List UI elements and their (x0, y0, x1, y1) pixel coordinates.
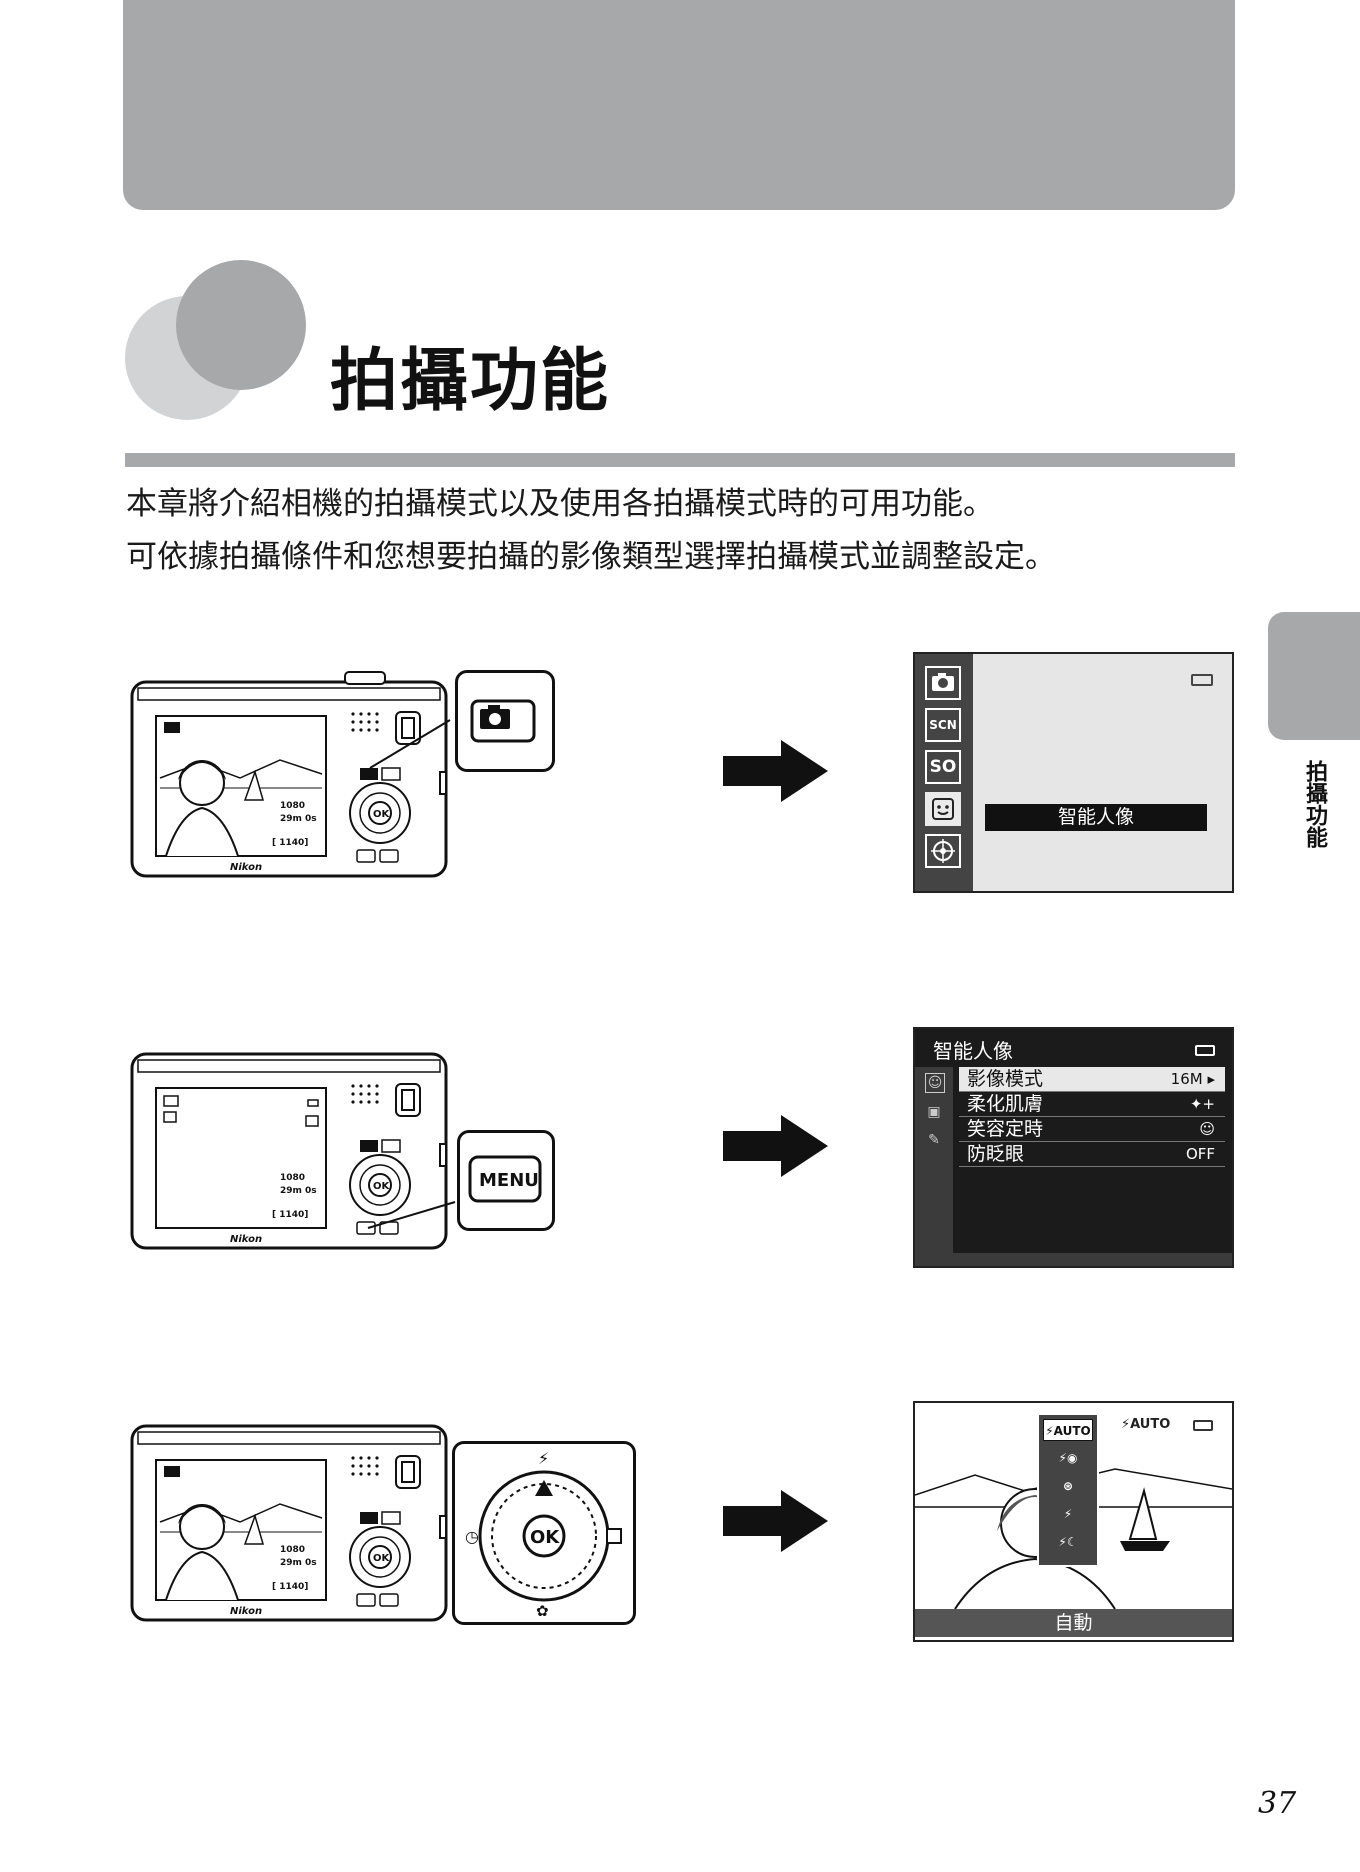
auto-mode-icon[interactable] (925, 834, 961, 868)
movie-tab-icon[interactable]: ▣ (927, 1104, 941, 1120)
shooting-mode-screen: SCN SO 智能人像 (913, 652, 1234, 893)
flash-icon: ⚡ (538, 1449, 549, 1468)
camera-ok-label: OK (373, 809, 391, 820)
exposure-icon (606, 1528, 622, 1544)
flash-mode-readout: ⚡AUTO (1121, 1417, 1171, 1432)
camera-remaining-time: 29m 0s (280, 1186, 317, 1196)
chapter-intro: 本章將介紹相機的拍攝模式以及使用各拍攝模式時的可用功能。 可依據拍攝條件和您想要… (126, 478, 1226, 584)
camera-remaining-shots: [ 1140] (272, 838, 308, 848)
camera-icon[interactable] (925, 666, 961, 700)
camera-movie-res: 1080 (280, 801, 305, 811)
selected-mode-label: 智能人像 (985, 804, 1207, 831)
camera-icon (470, 699, 536, 743)
smile-timer-icon: ☺ (1199, 1120, 1215, 1138)
menu-row-smile-timer[interactable]: 笑容定時 ☺ (959, 1117, 1225, 1142)
arrow-right-icon (723, 1115, 828, 1177)
flash-mode-menu: ⚡AUTO ⚡◉ ⊛ ⚡ ⚡☾ (1037, 1413, 1099, 1567)
chapter-title: 拍攝功能 (330, 342, 611, 421)
macro-icon: ✿ (536, 1602, 549, 1620)
camera-ok-label: OK (373, 1181, 391, 1192)
camera-illustration-step3: 1080 29m 0s [ 1140] Nikon OK (130, 1424, 448, 1622)
menu-row-image-mode[interactable]: 影像模式 16M ▸ (959, 1067, 1225, 1092)
battery-icon (1191, 674, 1213, 686)
camera-remaining-shots: [ 1140] (272, 1210, 308, 1220)
camera-brand: Nikon (230, 1606, 262, 1617)
menu-bottom-bar (915, 1253, 1232, 1266)
flash-off-option[interactable]: ⊛ (1062, 1479, 1074, 1493)
up-triangle-icon (535, 1480, 553, 1496)
camera-brand: Nikon (230, 862, 262, 873)
battery-icon (1195, 1045, 1215, 1056)
menu-row-skin-softening[interactable]: 柔化肌膚 ✦+ (959, 1092, 1225, 1117)
intro-line-1: 本章將介紹相機的拍攝模式以及使用各拍攝模式時的可用功能。 (126, 486, 994, 522)
intro-line-2: 可依據拍攝條件和您想要拍攝的影像類型選擇拍攝模式並調整設定。 (126, 539, 1056, 575)
camera-remaining-time: 29m 0s (280, 1558, 317, 1568)
flash-fill-option[interactable]: ⚡ (1063, 1507, 1073, 1521)
smart-portrait-tab-icon[interactable]: ☺ (925, 1073, 945, 1093)
arrow-right-icon (723, 1490, 828, 1552)
menu-button-label: MENU (479, 1170, 539, 1191)
setup-wrench-icon[interactable]: ✎ (928, 1132, 940, 1148)
menu-title: 智能人像 (933, 1039, 1013, 1063)
camera-movie-res: 1080 (280, 1545, 305, 1555)
camera-remaining-time: 29m 0s (280, 814, 317, 824)
shooting-mode-button-zoom (455, 670, 555, 772)
battery-icon (1193, 1420, 1213, 1431)
smart-portrait-icon[interactable] (925, 792, 961, 826)
scene-auto-icon[interactable]: SCN (925, 708, 961, 742)
page-number: 37 (1258, 1786, 1297, 1821)
camera-brand: Nikon (230, 1234, 262, 1245)
side-tab-label: 拍攝功能 (1302, 760, 1327, 848)
decorative-circle-dark (176, 260, 306, 390)
arrow-right-icon (723, 740, 828, 802)
camera-remaining-shots: [ 1140] (272, 1582, 308, 1592)
camera-movie-res: 1080 (280, 1173, 305, 1183)
shooting-menu-screen: 智能人像 ☺ ▣ ✎ 影像模式 16M ▸ 柔化肌膚 ✦+ 笑容定時 ☺ 防眨眼… (913, 1027, 1234, 1268)
camera-ok-label: OK (373, 1553, 391, 1564)
flash-slow-sync-option[interactable]: ⚡☾ (1058, 1535, 1078, 1549)
menu-tab-rail: ☺ ▣ ✎ (915, 1067, 953, 1257)
title-divider (125, 453, 1235, 467)
camera-illustration-step2: 1080 29m 0s [ 1140] Nikon OK (130, 1052, 456, 1250)
flash-redeye-option[interactable]: ⚡◉ (1058, 1451, 1078, 1465)
chapter-header-band (123, 0, 1235, 210)
camera-illustration-step1: 1080 29m 0s [ 1140] Nikon OK (130, 671, 451, 878)
flash-mode-caption: 自動 (915, 1609, 1232, 1637)
side-tab (1268, 612, 1360, 740)
menu-row-blink-proof[interactable]: 防眨眼 OFF (959, 1142, 1225, 1167)
selector-ok-label: OK (530, 1527, 560, 1548)
multi-selector-zoom: OK ⚡ ◷ ✿ (452, 1441, 636, 1625)
menu-button-zoom: MENU (457, 1130, 555, 1231)
flash-auto-option[interactable]: ⚡AUTO (1043, 1419, 1093, 1441)
flash-mode-screen: ⚡AUTO ⚡◉ ⊛ ⚡ ⚡☾ ⚡AUTO 自動 (913, 1401, 1234, 1642)
self-timer-icon: ◷ (465, 1527, 479, 1546)
special-effects-icon[interactable]: SO (925, 750, 961, 784)
